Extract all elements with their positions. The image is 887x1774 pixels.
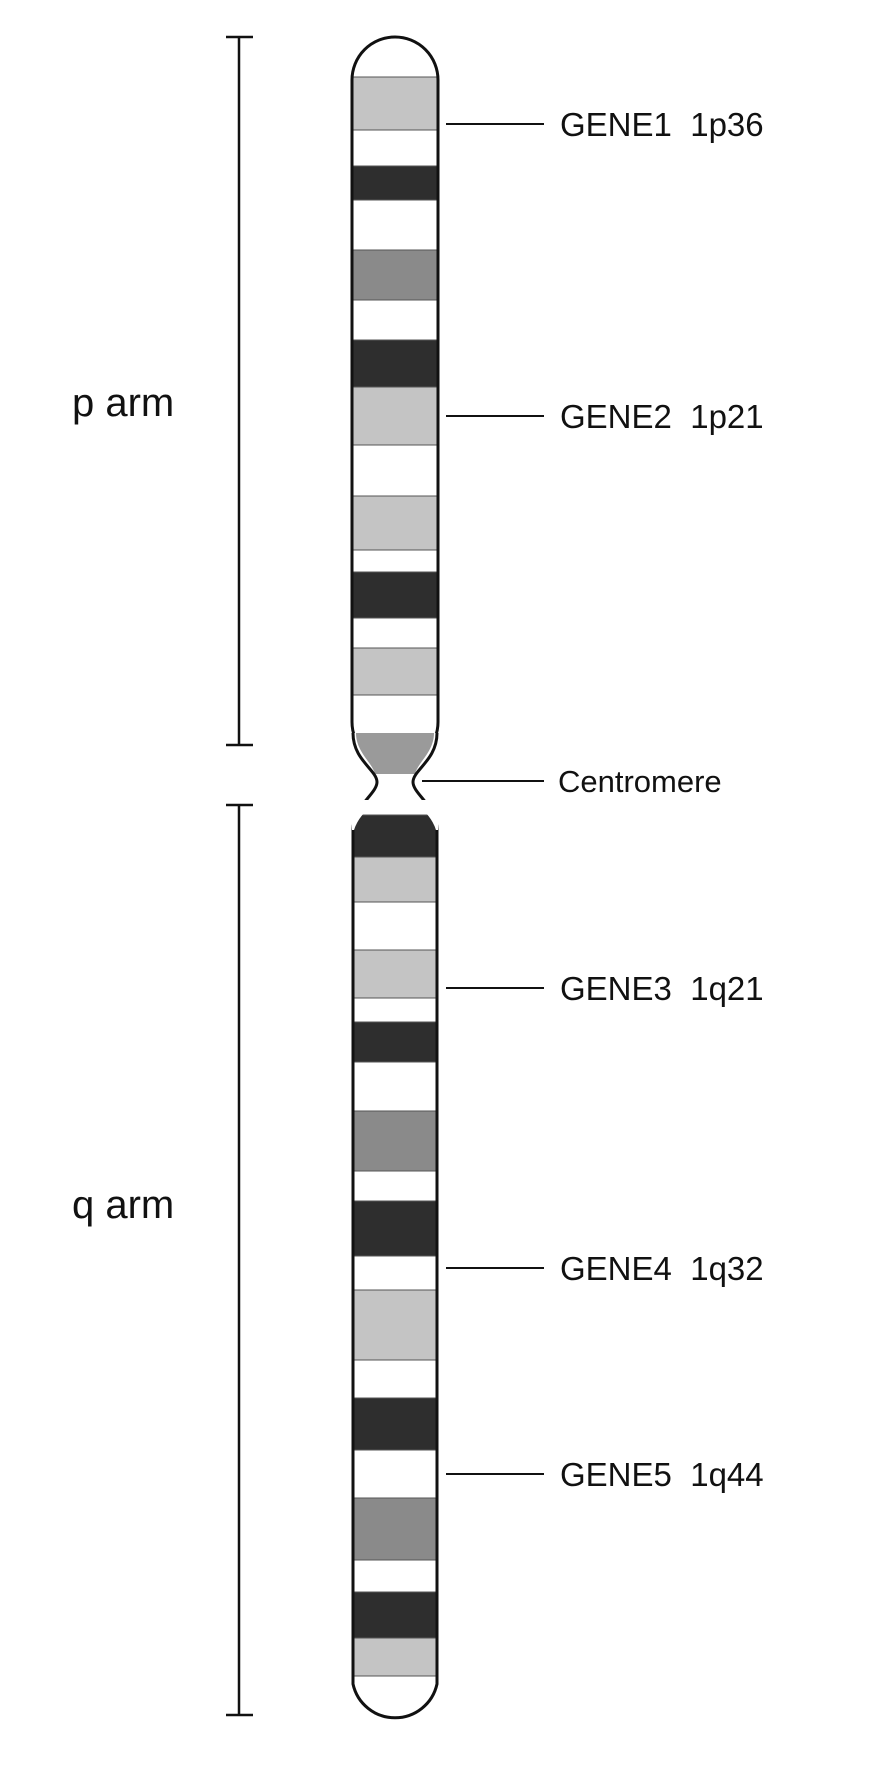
q-arm-band-16: [352, 1450, 438, 1498]
q-arm-band-18: [352, 1560, 438, 1592]
q-arm-band-6: [352, 998, 438, 1022]
gene1-label: GENE1 1p36: [560, 106, 764, 143]
p-arm-band-10: [352, 445, 438, 496]
q-arm-bracket: [226, 803, 253, 1717]
p-arm-band-2: [352, 77, 438, 130]
q-arm-band-2: [352, 815, 438, 857]
p-arm-band-9: [352, 387, 438, 445]
q-arm-band-8: [352, 1062, 438, 1111]
p-arm: [350, 35, 440, 767]
p-arm-bracket: [226, 35, 253, 747]
p-arm-band-5: [352, 200, 438, 250]
p-arm-band-8: [352, 340, 438, 387]
p-arm-band-7: [352, 300, 438, 340]
q-arm-outline: [351, 830, 439, 1720]
gene3-label: GENE3 1q21: [560, 970, 764, 1007]
q-arm-band-17: [352, 1498, 438, 1560]
q-arm-band-7: [352, 1022, 438, 1062]
q-arm-band-3: [352, 857, 438, 902]
gene5-label: GENE5 1q44: [560, 1456, 764, 1493]
gene2-label: GENE2 1p21: [560, 398, 764, 435]
p-arm-band-15: [352, 648, 438, 695]
p-arm-band-11: [352, 496, 438, 550]
q-arm: [351, 800, 439, 1727]
p-arm-band-4: [352, 166, 438, 200]
q-arm-label: q arm: [72, 1183, 174, 1227]
q-arm-band-12: [352, 1256, 438, 1290]
p-arm-band-3: [352, 130, 438, 166]
centromere-band: [356, 733, 434, 774]
q-arm-band-4: [352, 902, 438, 950]
centromere-label: Centromere: [558, 764, 722, 799]
q-arm-band-15: [352, 1398, 438, 1450]
p-arm-label: p arm: [72, 381, 174, 425]
q-arm-band-11: [352, 1201, 438, 1256]
q-arm-band-5: [352, 950, 438, 998]
q-arm-band-20: [352, 1638, 438, 1676]
gene4-label: GENE4 1q32: [560, 1250, 764, 1287]
q-arm-band-19: [352, 1592, 438, 1638]
p-arm-band-12: [352, 550, 438, 572]
gene-leader-lines: [422, 123, 544, 1475]
p-arm-band-14: [352, 618, 438, 648]
p-arm-band-6: [352, 250, 438, 300]
q-arm-band-13: [352, 1290, 438, 1360]
q-arm-band-14: [352, 1360, 438, 1398]
q-arm-band-10: [352, 1171, 438, 1201]
p-arm-band-13: [352, 572, 438, 618]
q-arm-band-9: [352, 1111, 438, 1171]
